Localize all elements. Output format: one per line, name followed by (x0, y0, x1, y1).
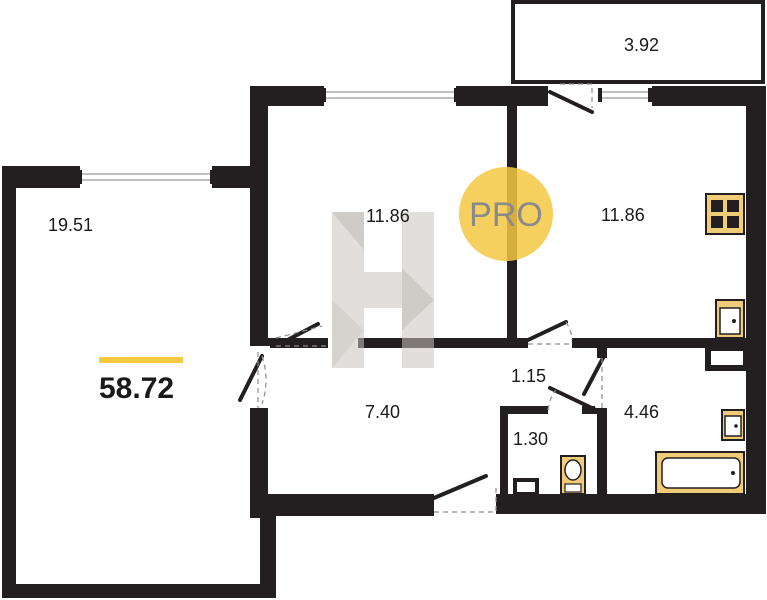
pro-badge-text: PRO (469, 196, 543, 234)
area-label-bedroom: 11.86 (366, 206, 410, 226)
stove-icon (705, 193, 745, 235)
area-label-balcony: 3.92 (624, 35, 659, 55)
area-label-bathroom: 4.46 (624, 402, 659, 422)
door-hall-bottom (432, 474, 497, 518)
window-living-room (76, 170, 216, 184)
door-bathroom (582, 354, 609, 408)
watermark-logo (332, 212, 434, 368)
total-area-block: 58.72 (99, 357, 183, 405)
bathroom-sink-icon (721, 409, 745, 441)
area-label-corridor: 1.15 (511, 366, 546, 386)
room-labels: 19.51 11.86 11.86 3.92 7.40 1.15 1.30 4.… (48, 35, 659, 449)
door-balcony (548, 83, 598, 114)
balcony-outline (511, 0, 765, 84)
window-kitchen (596, 88, 654, 102)
fixtures (560, 193, 745, 495)
door-entrance (238, 346, 270, 408)
total-area-value: 58.72 (99, 372, 174, 405)
walls (2, 86, 766, 598)
windows (76, 88, 654, 184)
area-label-living-room: 19.51 (48, 215, 93, 235)
bathtub-icon (655, 451, 745, 495)
total-area-underline (99, 357, 183, 363)
area-label-kitchen: 11.86 (601, 205, 645, 225)
area-label-hallway: 7.40 (365, 402, 400, 422)
window-bedroom (320, 88, 460, 102)
door-kitchen (526, 320, 573, 350)
kitchen-sink-icon (715, 299, 745, 339)
door-toilet (547, 386, 598, 416)
area-label-toilet: 1.30 (513, 429, 548, 449)
toilet-icon (560, 455, 586, 495)
pro-badge: PRO (459, 167, 553, 261)
